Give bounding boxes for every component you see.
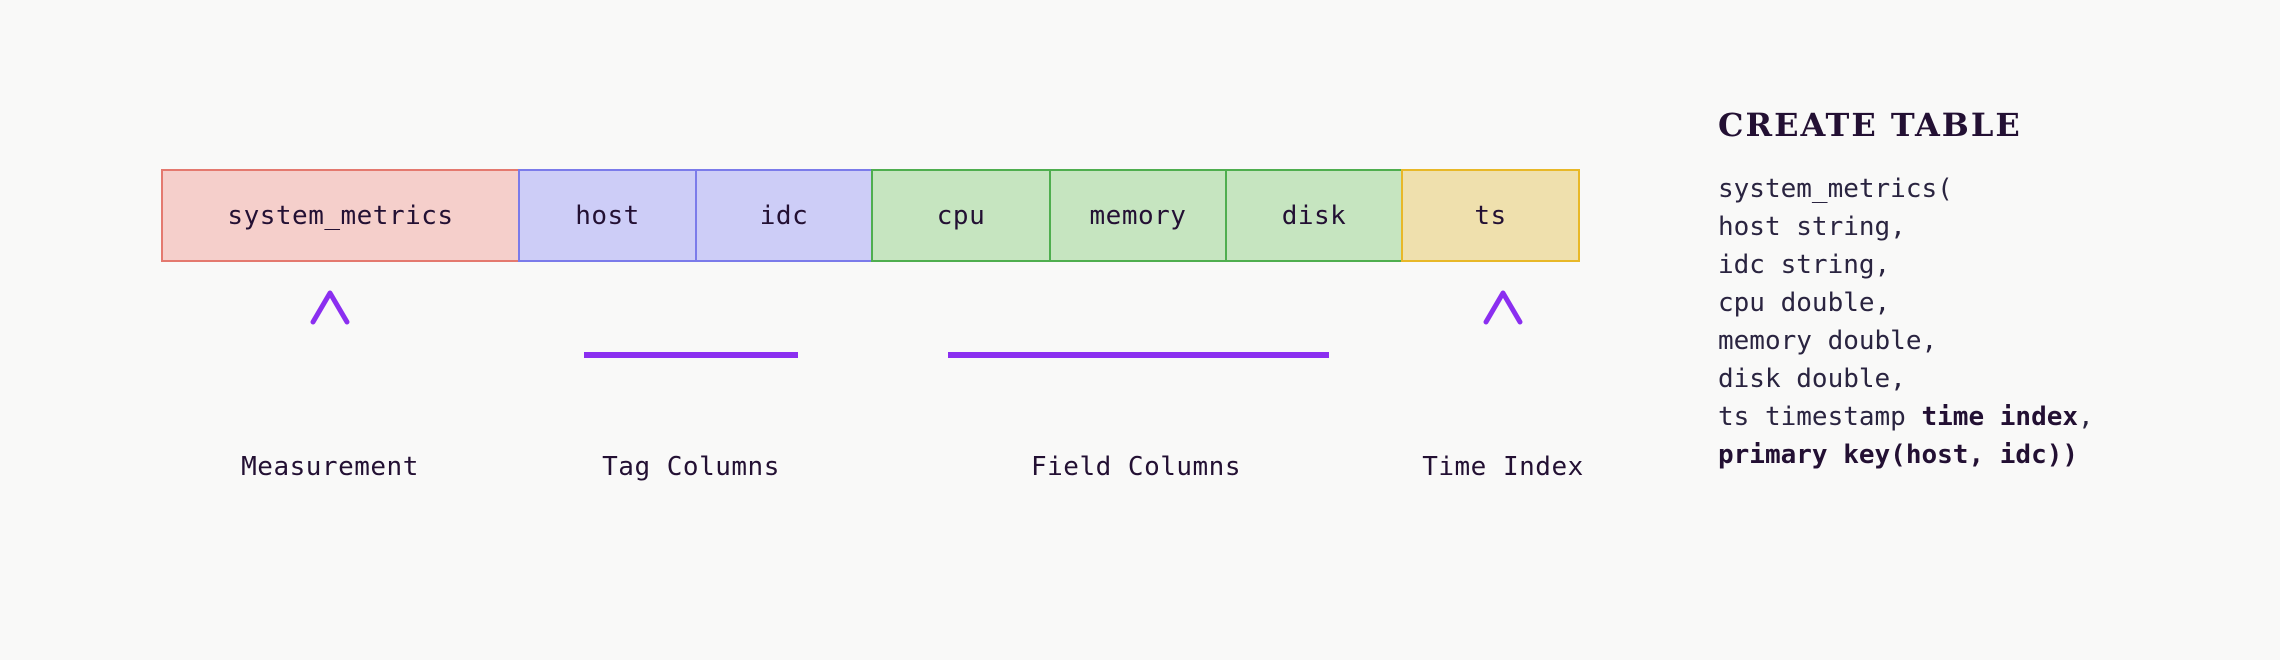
- column-label: host: [575, 200, 640, 231]
- annotation-arrow-time-index: [1483, 290, 1523, 420]
- column-label: disk: [1281, 200, 1347, 231]
- sql-title: CREATE TABLE: [1718, 106, 2022, 144]
- annotation-label-tag-columns: Tag Columns: [602, 452, 780, 482]
- sql-text: cpu double,: [1718, 288, 1891, 318]
- column-label: memory: [1089, 200, 1187, 231]
- sql-snippet-panel: CREATE TABLE system_metrics(host string,…: [1718, 106, 2238, 474]
- sql-line: cpu double,: [1718, 284, 2238, 322]
- annotation-arrow-measurement: [310, 290, 350, 420]
- column-label: idc: [759, 200, 809, 231]
- schema-column-strip: system_metrics host idc cpu memory disk …: [161, 169, 1580, 262]
- sql-text: system_metrics(: [1718, 174, 1953, 204]
- sql-line: disk double,: [1718, 360, 2238, 398]
- sql-line: ts timestamp time index,: [1718, 398, 2238, 436]
- column-box-ts: ts: [1401, 169, 1580, 262]
- sql-line: memory double,: [1718, 322, 2238, 360]
- annotation-label-field-columns: Field Columns: [1031, 452, 1241, 482]
- annotation-bracket-field-columns: [948, 296, 1329, 410]
- column-box-memory: memory: [1049, 169, 1227, 262]
- column-box-cpu: cpu: [871, 169, 1051, 262]
- column-box-host: host: [518, 169, 697, 262]
- sql-text: idc string,: [1718, 250, 1891, 280]
- column-box-idc: idc: [695, 169, 873, 262]
- column-label: system_metrics: [227, 200, 454, 231]
- sql-line: primary key(host, idc)): [1718, 436, 2238, 474]
- sql-line: host string,: [1718, 208, 2238, 246]
- sql-body: system_metrics(host string, idc string, cp…: [1718, 170, 2238, 474]
- column-box-system-metrics: system_metrics: [161, 169, 520, 262]
- sql-text: ,: [2078, 402, 2094, 432]
- column-label: cpu: [936, 200, 986, 231]
- sql-text: disk double,: [1718, 364, 1906, 394]
- sql-text: ts timestamp: [1718, 402, 1922, 432]
- sql-line: system_metrics(: [1718, 170, 2238, 208]
- sql-line: idc string,: [1718, 246, 2238, 284]
- column-label: ts: [1474, 200, 1507, 231]
- annotation-label-measurement: Measurement: [241, 452, 419, 482]
- column-box-disk: disk: [1225, 169, 1403, 262]
- annotation-label-time-index: Time Index: [1422, 452, 1584, 482]
- sql-keyword: time index: [1921, 402, 2079, 432]
- sql-text: memory double,: [1718, 326, 1938, 356]
- sql-text: host string,: [1718, 212, 1906, 242]
- annotation-bracket-tag-columns: [584, 296, 798, 410]
- sql-keyword: primary key(host, idc)): [1718, 440, 2079, 470]
